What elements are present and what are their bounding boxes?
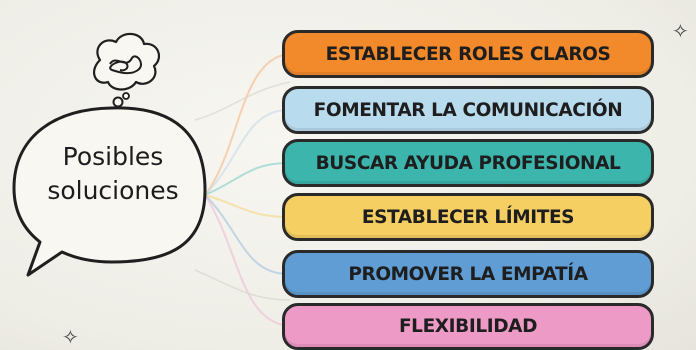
central-topic-line-1: Posibles [62, 142, 164, 171]
sparkle-icon: ✧ [672, 21, 689, 43]
sparkle-icon: ✧ [62, 327, 79, 349]
central-topic-line-2: soluciones [47, 176, 179, 205]
branch-establecer-roles-claros: ESTABLECER ROLES CLAROS [282, 30, 654, 78]
branch-flexibilidad: FLEXIBILIDAD [282, 303, 654, 350]
connector-3 [204, 194, 289, 218]
thought-cloud-icon [92, 32, 161, 108]
branch-buscar-ayuda-profesional: BUSCAR AYUDA PROFESIONAL [282, 139, 654, 187]
connector-2 [204, 162, 289, 196]
branch-promover-la-empatia: PROMOVER LA EMPATÍA [282, 250, 654, 298]
branch-fomentar-la-comunicacion: FOMENTAR LA COMUNICACIÓN [282, 86, 654, 134]
connector-4 [204, 194, 289, 275]
branch-establecer-limites: ESTABLECER LÍMITES [282, 193, 654, 241]
connector-5 [204, 194, 289, 327]
connector-faint-b [194, 269, 291, 301]
connector-faint-a [194, 81, 291, 121]
central-topic: Posibles soluciones [28, 140, 198, 208]
connector-1 [204, 109, 289, 196]
speech-bubble [12, 106, 207, 277]
connector-0 [204, 53, 289, 196]
